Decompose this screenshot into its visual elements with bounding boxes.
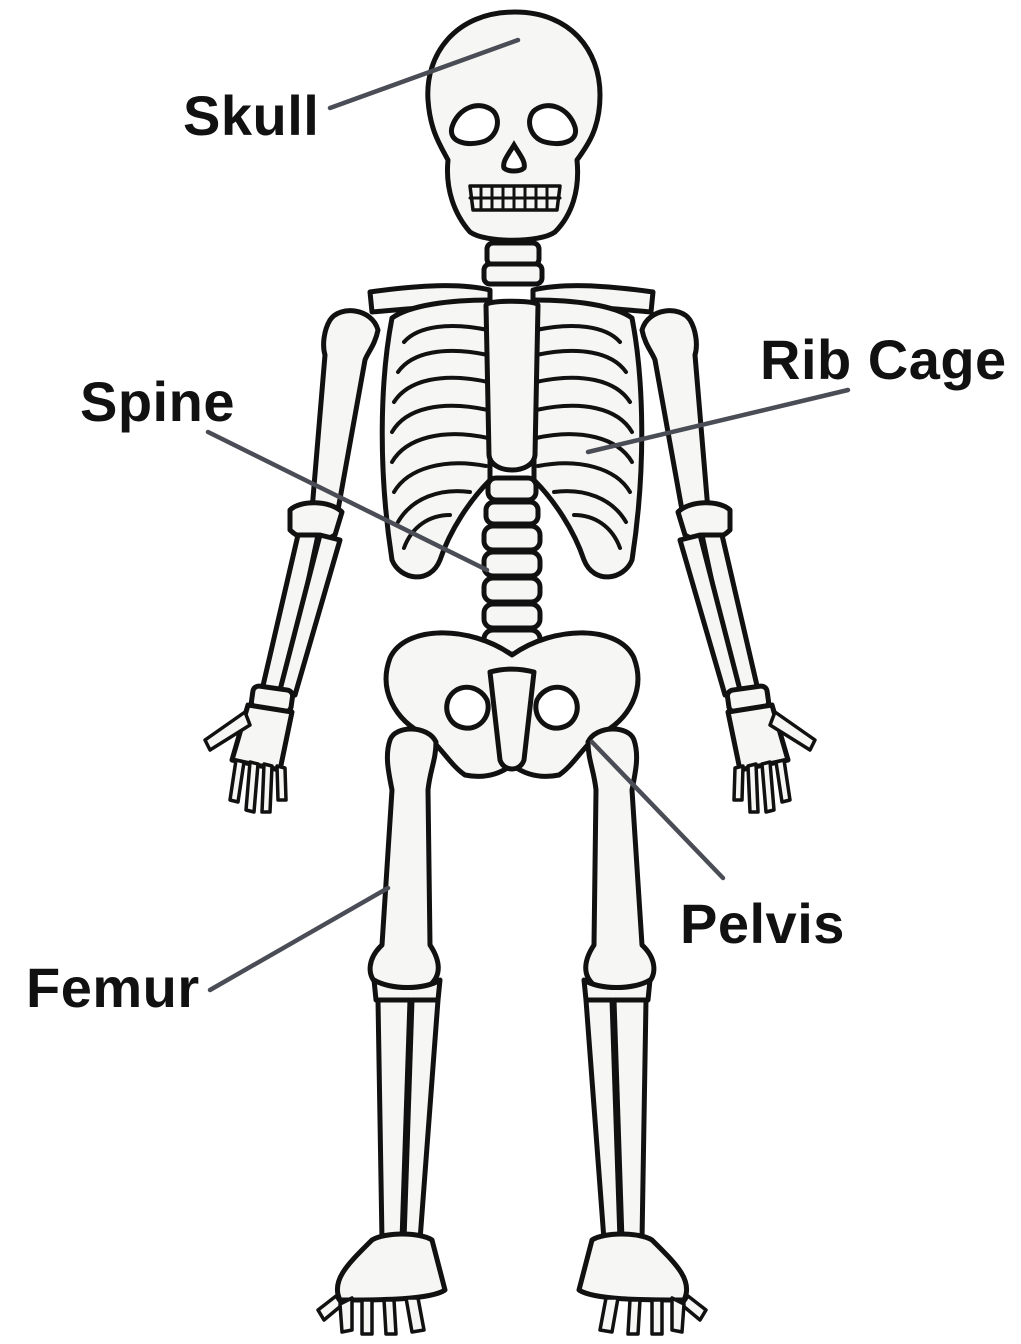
right-leg: [579, 729, 706, 1334]
skull-label: Skull: [183, 88, 319, 144]
femur-leader-line: [210, 888, 388, 990]
pelvis-label: Pelvis: [680, 896, 845, 952]
spine: [484, 478, 540, 654]
neck-vertebrae: [484, 243, 542, 284]
skull: [428, 12, 600, 240]
femur-label: Femur: [26, 960, 200, 1016]
left-leg: [318, 729, 445, 1334]
rib-cage-label: Rib Cage: [760, 332, 1007, 388]
spine-label: Spine: [80, 374, 235, 430]
